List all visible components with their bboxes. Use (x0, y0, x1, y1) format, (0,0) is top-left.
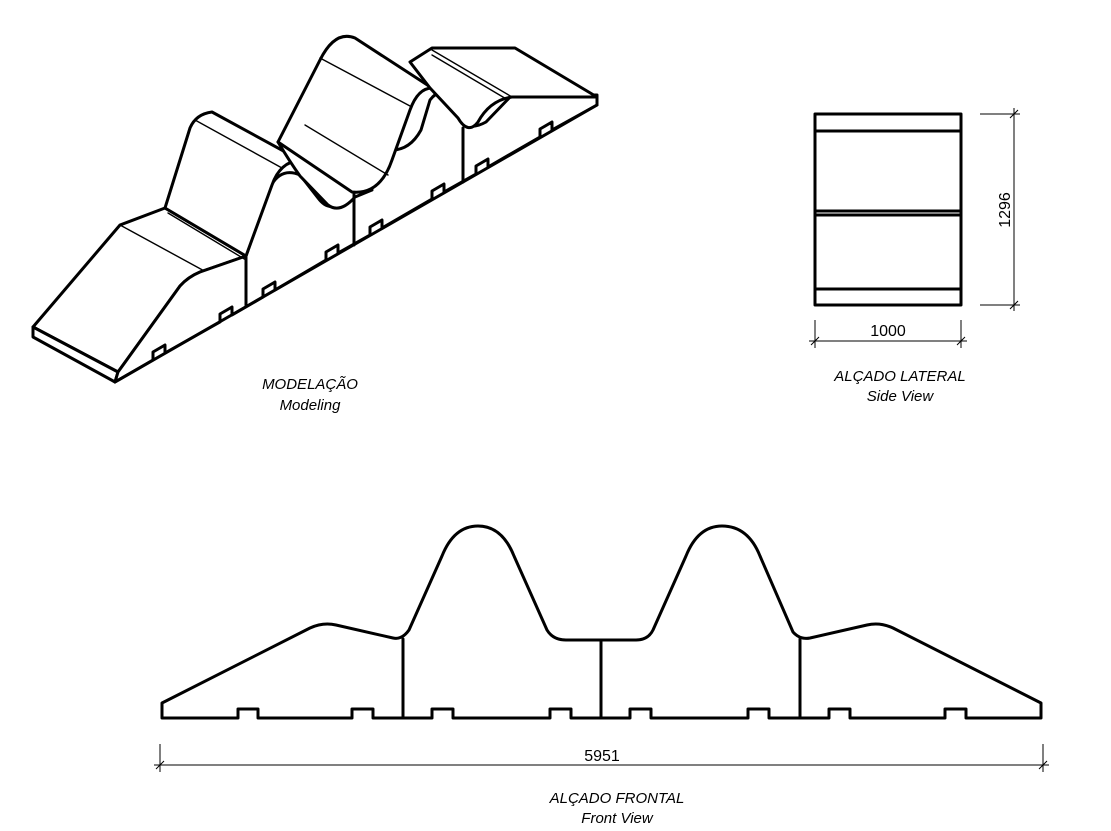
side-view: 1296 1000 (809, 108, 1020, 348)
side-height-dim: 1296 (997, 192, 1014, 228)
side-height-tick-bottom (1009, 300, 1019, 310)
isometric-model (31, 34, 599, 384)
side-width-dim: 1000 (870, 323, 906, 340)
side-width-tick-left (810, 336, 820, 346)
front-outline (160, 524, 1043, 720)
side-view-subtitle: Side View (867, 388, 935, 405)
side-height-tick-top (1009, 109, 1019, 119)
side-width-tick-right (956, 336, 966, 346)
hump-1-base-line-2 (167, 212, 247, 261)
hump-1-crest-line (194, 119, 283, 169)
front-length-tick-left (155, 760, 165, 770)
hump-2-crest-line (319, 57, 411, 107)
hump-2-seat-line (304, 124, 389, 176)
right-ramp-line-2 (431, 54, 509, 101)
side-view-title: ALÇADO LATERAL (833, 368, 965, 385)
modeling-subtitle: Modeling (280, 397, 342, 414)
hump-1-base-line (164, 207, 247, 257)
front-view: 5951 (154, 524, 1049, 772)
right-ramp-line (431, 49, 513, 98)
modeling-title: MODELAÇÃO (262, 376, 358, 393)
front-view-title: ALÇADO FRONTAL (549, 790, 685, 807)
front-length-dim: 5951 (584, 748, 620, 765)
front-length-tick-right (1038, 760, 1048, 770)
ramp-crease-line (119, 224, 209, 274)
hump-2-surface (276, 34, 434, 194)
front-view-subtitle: Front View (581, 810, 654, 827)
